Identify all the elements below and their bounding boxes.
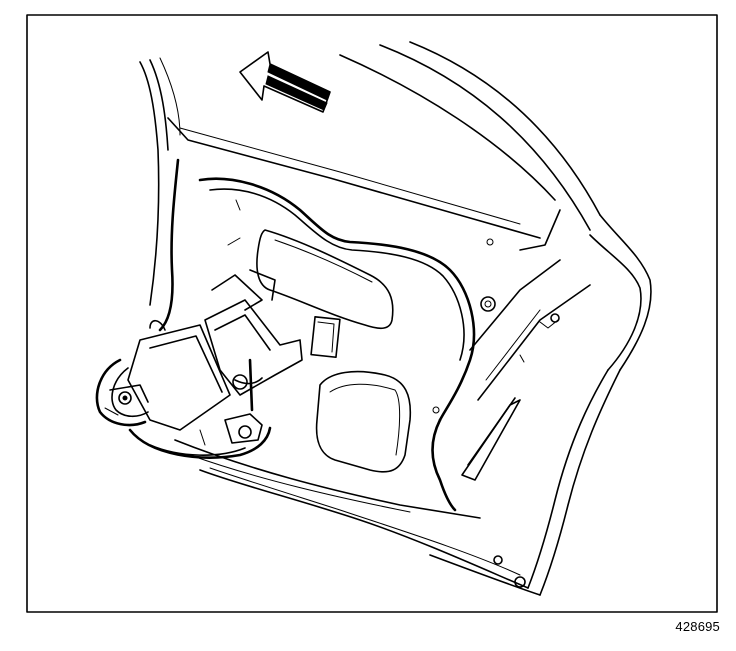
diagram-border xyxy=(26,14,718,613)
figure-number: 428695 xyxy=(675,619,720,634)
rear-door-inner-panel xyxy=(139,41,652,596)
door-lock-actuator-module xyxy=(95,269,303,459)
removal-direction-arrow-icon xyxy=(239,51,331,113)
